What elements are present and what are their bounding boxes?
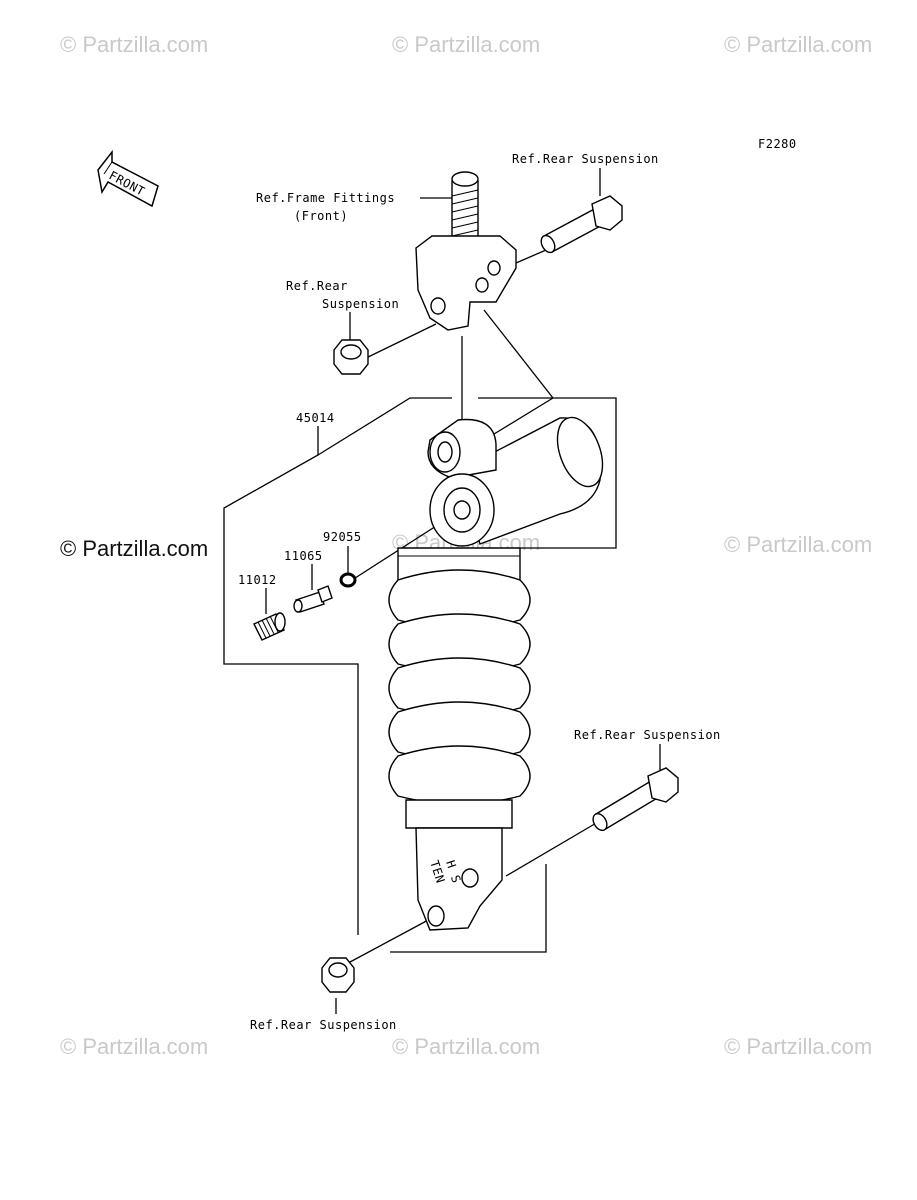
shock-absorber: TEN H S (388, 416, 604, 931)
front-arrow-icon: FRONT (97, 149, 159, 208)
leader-lines (223, 168, 661, 1014)
watermark: © Partzilla.com (60, 32, 208, 57)
watermark: © Partzilla.com (392, 1034, 540, 1059)
label-ref-rear: Ref.Rear (286, 279, 348, 293)
label-ref-frame-fittings-front: (Front) (294, 209, 348, 223)
part-number-11065: 11065 (284, 549, 323, 563)
label-ref-frame-fittings: Ref.Frame Fittings (256, 191, 395, 205)
label-suspension: Suspension (322, 297, 399, 311)
watermark: © Partzilla.com (724, 1034, 872, 1059)
watermark: © Partzilla.com (392, 32, 540, 57)
top-bolt (540, 195, 623, 254)
part-number-92055: 92055 (323, 530, 362, 544)
o-ring (339, 572, 357, 588)
watermark: © Partzilla.com (724, 532, 872, 557)
bottom-nut (321, 957, 355, 993)
watermark: © Partzilla.com (60, 1034, 208, 1059)
watermark: © Partzilla.com (724, 32, 872, 57)
label-ref-rear-suspension-bottom: Ref.Rear Suspension (250, 1018, 397, 1032)
part-number-45014: 45014 (296, 411, 335, 425)
shock-text-ten: TEN (427, 859, 447, 885)
label-ref-rear-suspension-right: Ref.Rear Suspension (574, 728, 721, 742)
valve (293, 585, 333, 613)
left-nut (333, 339, 369, 375)
lower-bolt (592, 767, 679, 832)
part-number-11012: 11012 (238, 573, 277, 587)
valve-cap (253, 612, 286, 641)
watermark: © Partzilla.com (60, 536, 208, 561)
clevis-bracket (415, 235, 517, 331)
shock-text-hs: H S (443, 859, 463, 885)
diagram-id: F2280 (758, 137, 797, 151)
label-ref-rear-suspension-top: Ref.Rear Suspension (512, 152, 659, 166)
